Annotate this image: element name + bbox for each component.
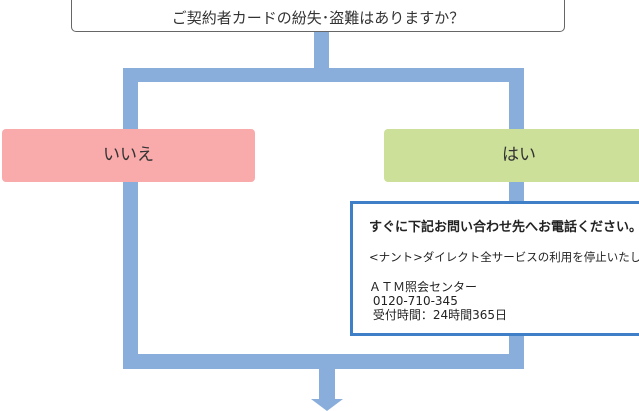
connector-left-branch xyxy=(123,68,138,369)
connector-bottom-stem xyxy=(319,365,335,400)
info-heading: すぐに下記お問い合わせ先へお電話ください。 xyxy=(369,220,639,235)
answer-yes: はい xyxy=(384,129,639,182)
answer-no: いいえ xyxy=(2,129,255,182)
info-phone: 0120-710-345 xyxy=(369,294,458,308)
arrow-down-icon xyxy=(311,399,343,411)
contact-info-box: すぐに下記お問い合わせ先へお電話ください。 <ナント>ダイレクト全サービスの利用… xyxy=(350,201,639,336)
info-description: <ナント>ダイレクト全サービスの利用を停止いたします。 xyxy=(369,250,639,264)
connector-top-bar xyxy=(123,68,524,82)
question-box: ご契約者カードの紛失･盗難はありますか？ xyxy=(71,0,565,32)
connector-top-stem xyxy=(314,30,329,70)
info-center-name: ＡＴＭ照会センター xyxy=(369,280,478,294)
info-hours: 受付時間：24時間365日 xyxy=(369,308,507,322)
connector-bottom-bar xyxy=(123,354,524,369)
